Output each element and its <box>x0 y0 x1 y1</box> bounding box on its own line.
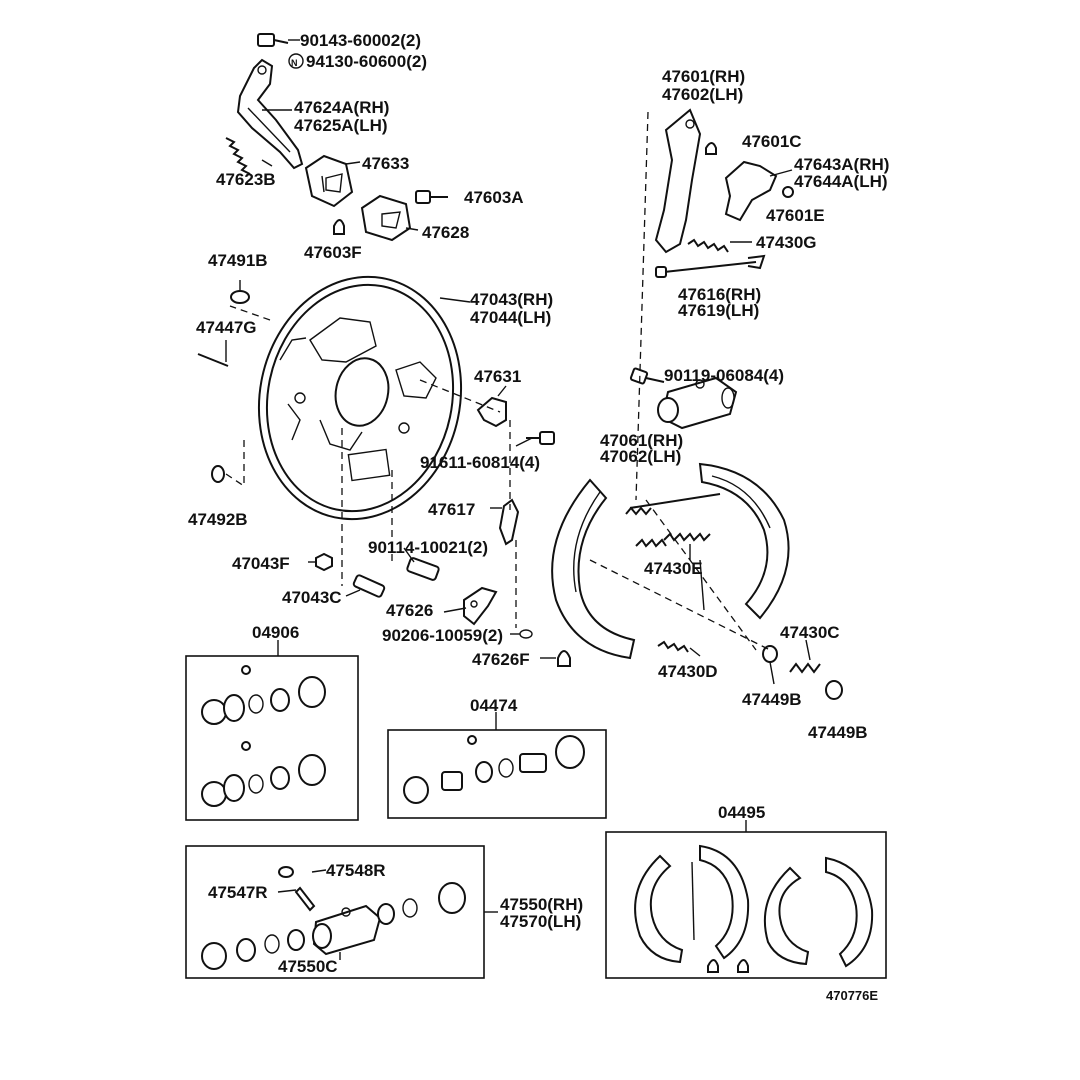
part-plug-47491B <box>230 290 250 304</box>
label-47062: 47062(LH) <box>600 447 681 466</box>
label-47449B-b: 47449B <box>808 723 868 742</box>
part-wheel-cylinder <box>657 376 738 430</box>
label-47570: 47570(LH) <box>500 912 581 931</box>
part-adjuster-47430E <box>625 493 721 560</box>
kit-box-04495 <box>605 820 887 979</box>
label-47644A: 47644A(LH) <box>794 172 888 191</box>
label-47547R: 47547R <box>208 883 268 902</box>
part-nut-94130: N <box>288 53 304 69</box>
label-47550C: 47550C <box>278 957 338 976</box>
label-47430G: 47430G <box>756 233 817 252</box>
part-bushing-47628 <box>360 194 419 242</box>
part-lever-47624A <box>236 58 304 170</box>
label-47631: 47631 <box>474 367 521 386</box>
label-90119: 90119-06084(4) <box>664 366 784 385</box>
kit-04906-row-1 <box>201 665 326 725</box>
label-47044: 47044(LH) <box>470 308 551 327</box>
part-pin-47447G <box>197 340 229 367</box>
diagram-reference-number: 470776E <box>826 988 878 1003</box>
part-rod-47616 <box>655 254 766 278</box>
label-47430C: 47430C <box>780 623 840 642</box>
label-47623B: 47623B <box>216 170 276 189</box>
label-47603A: 47603A <box>464 188 524 207</box>
part-clip-47601C <box>705 142 717 155</box>
label-47430D: 47430D <box>658 662 718 681</box>
kit-box-04906 <box>185 640 359 821</box>
label-47447G: 47447G <box>196 318 257 337</box>
label-47602: 47602(LH) <box>662 85 743 104</box>
part-plug-47492B <box>211 440 245 487</box>
label-47633: 47633 <box>362 154 409 173</box>
label-47626: 47626 <box>386 601 433 620</box>
part-nut-47043F <box>315 552 333 572</box>
label-47061: 47061(RH) <box>600 431 683 450</box>
part-bolt-47043C <box>352 574 386 598</box>
label-90114: 90114-10021(2) <box>368 538 488 557</box>
part-bolt-91611 <box>526 431 555 445</box>
label-47626F: 47626F <box>472 650 530 669</box>
part-bolt-90114 <box>406 557 440 581</box>
part-cylinder-body-47550 <box>312 904 382 956</box>
part-lever-47601 <box>654 108 702 254</box>
label-94130: 94130-60600(2) <box>306 52 427 71</box>
part-bushing-47633 <box>304 154 361 208</box>
kit-box-wheel-cylinder <box>185 845 498 979</box>
part-washer-47449B-a <box>762 645 778 685</box>
part-bolt-90143 <box>257 33 300 47</box>
part-spring-47430C <box>789 639 821 674</box>
part-spring-47430D <box>657 640 689 653</box>
part-washer-47449B-b <box>825 680 843 700</box>
part-strut-47631 <box>476 385 507 428</box>
part-bleeder-47547R <box>294 886 316 912</box>
part-nut-47601E <box>782 186 794 198</box>
label-47617: 47617 <box>428 500 475 519</box>
part-spring-47623B <box>225 137 273 175</box>
label-04474: 04474 <box>470 696 518 715</box>
label-47624A: 47624A(RH) <box>294 98 389 117</box>
label-91611: 91611-60814(4) <box>420 453 540 472</box>
part-bolt-90119 <box>629 367 665 385</box>
label-47616: 47616(RH) <box>678 285 761 304</box>
label-47043F: 47043F <box>232 554 290 573</box>
part-bracket-47643A <box>724 160 793 222</box>
part-link-47617 <box>490 498 520 546</box>
label-47603F: 47603F <box>304 243 362 262</box>
part-brake-shoe-47061 <box>551 462 790 660</box>
label-47491B: 47491B <box>208 251 268 270</box>
part-lever-47626 <box>463 586 498 626</box>
label-47628: 47628 <box>422 223 469 242</box>
part-clip-47603F <box>333 219 345 235</box>
label-04495: 04495 <box>718 803 765 822</box>
label-47601C: 47601C <box>742 132 802 151</box>
label-47550: 47550(RH) <box>500 895 583 914</box>
part-spring-47430G <box>687 238 752 253</box>
label-47043: 47043(RH) <box>470 290 553 309</box>
part-pin-47603A <box>415 190 448 204</box>
label-47449B-a: 47449B <box>742 690 802 709</box>
label-90143: 90143-60002(2) <box>300 31 421 50</box>
label-47601: 47601(RH) <box>662 67 745 86</box>
part-backing-plate-47043 <box>257 275 471 521</box>
part-washer-90206 <box>519 629 533 639</box>
label-04906: 04906 <box>252 623 299 642</box>
label-47601E: 47601E <box>766 206 825 225</box>
part-clip-47626F <box>557 650 571 667</box>
kit-04906-row-2 <box>201 741 326 807</box>
label-47430E: 47430E <box>644 559 703 578</box>
label-47043C: 47043C <box>282 588 342 607</box>
svg-text:N: N <box>291 58 298 68</box>
part-bleeder-cap-47548R <box>278 866 294 878</box>
kit-04495-shoe-set-2 <box>763 856 874 968</box>
label-47548R: 47548R <box>326 861 386 880</box>
kit-box-04474 <box>387 712 607 819</box>
label-47643A: 47643A(RH) <box>794 155 889 174</box>
label-47619: 47619(LH) <box>678 301 759 320</box>
label-47625A: 47625A(LH) <box>294 116 388 135</box>
label-47492B: 47492B <box>188 510 248 529</box>
kit-04495-shoe-set-1 <box>634 844 750 964</box>
label-90206: 90206-10059(2) <box>382 626 503 645</box>
